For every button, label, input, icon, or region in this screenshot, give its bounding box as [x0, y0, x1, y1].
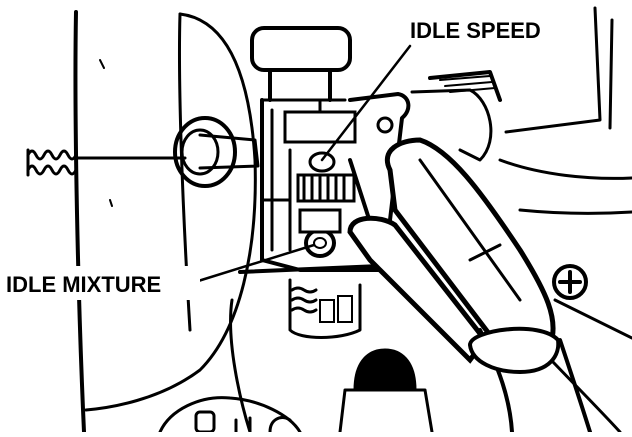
- idle-mixture-screw: [298, 208, 342, 258]
- idle-speed-label: IDLE SPEED: [410, 18, 541, 43]
- fuel-hose: [467, 326, 592, 434]
- float-bowl: [229, 264, 382, 434]
- idle-mixture-label: IDLE MIXTURE: [6, 272, 161, 297]
- phillips-screw: [552, 264, 588, 300]
- lower-assembly: [158, 396, 302, 434]
- throttle-spring: [26, 148, 187, 177]
- idle-speed-screw: [296, 151, 356, 203]
- engine-housing: [73, 10, 257, 434]
- carburetor-top-cap: [250, 26, 352, 102]
- idle-mixture-label-bg: [0, 266, 200, 300]
- primer-bulb: [338, 348, 434, 434]
- choke-fitting: [173, 116, 260, 188]
- idle-speed-label-bg: [404, 12, 574, 42]
- idle-speed-leader: [320, 44, 412, 162]
- leader-lines: [193, 44, 412, 284]
- idle-mixture-leader: [193, 243, 316, 284]
